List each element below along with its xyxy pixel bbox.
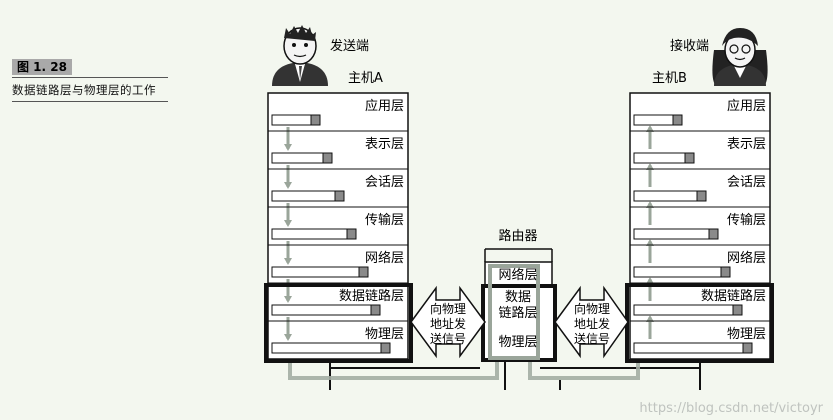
packet-header: [720, 266, 731, 278]
divider: [12, 77, 168, 78]
link-arrow-left: 向物理地址发送信号: [410, 285, 486, 359]
layer-label: 数据链路层: [339, 288, 404, 304]
layer-label: 网络层: [365, 250, 404, 266]
data-packet: [633, 228, 719, 240]
layer-label: 网络层: [727, 250, 766, 266]
layer-label: 应用层: [727, 98, 766, 114]
packet-header: [672, 114, 683, 126]
host-b-name: 主机B: [652, 71, 687, 86]
data-packet: [271, 266, 369, 278]
data-packet: [271, 304, 381, 316]
router: 路由器 网络层 数据链路层 物理层: [481, 228, 557, 362]
router-signal-path: [488, 264, 540, 360]
data-packet: [633, 266, 731, 278]
host-a-name: 主机A: [348, 71, 383, 86]
data-packet: [633, 190, 707, 202]
data-packet: [633, 342, 753, 354]
packet-header: [334, 190, 345, 202]
layer-label: 数据链路层: [701, 288, 766, 304]
link-arrow-label: 向物理地址发送信号: [574, 301, 610, 346]
layer-label: 会话层: [365, 175, 404, 190]
packet-header: [310, 114, 321, 126]
data-packet: [271, 190, 345, 202]
watermark: https://blog.csdn.net/victoyr: [639, 401, 823, 416]
packet-header: [732, 304, 743, 316]
packet-header: [742, 342, 753, 354]
packet-header: [346, 228, 357, 240]
packet-header: [708, 228, 719, 240]
packet-header: [684, 152, 695, 164]
layer-label: 传输层: [727, 212, 766, 228]
packet-header: [370, 304, 381, 316]
layer-label: 会话层: [727, 175, 766, 190]
layer-label: 应用层: [365, 98, 404, 114]
router-layer-network: 网络层: [498, 267, 537, 283]
layer-label: 表示层: [727, 137, 766, 152]
router-title: 路由器: [498, 228, 537, 244]
router-layer-physical: 物理层: [498, 335, 537, 350]
data-packet: [271, 342, 391, 354]
figure-caption: 数据链路层与物理层的工作: [12, 83, 156, 97]
packet-header: [696, 190, 707, 202]
figure-number: 图 1. 28: [12, 59, 72, 75]
receiver-avatar: [712, 28, 768, 86]
packet-header: [322, 152, 333, 164]
figure-label: 图 1. 28 数据链路层与物理层的工作: [12, 56, 168, 102]
link-arrow-label: 向物理地址发送信号: [430, 301, 466, 346]
layer-label: 物理层: [727, 327, 766, 342]
packet-header: [380, 342, 391, 354]
divider: [12, 101, 168, 102]
sender-role: 发送端: [330, 38, 369, 54]
router-layer-datalink: 数据链路层: [498, 290, 537, 321]
layer-label: 传输层: [365, 212, 404, 228]
layer-label: 物理层: [365, 327, 404, 342]
receiver-role: 接收端: [670, 38, 709, 54]
layer-label: 表示层: [365, 137, 404, 152]
sender-avatar: [272, 25, 328, 86]
packet-header: [358, 266, 369, 278]
data-packet: [633, 304, 743, 316]
link-arrow-right: 向物理地址发送信号: [554, 285, 629, 359]
data-packet: [271, 228, 357, 240]
